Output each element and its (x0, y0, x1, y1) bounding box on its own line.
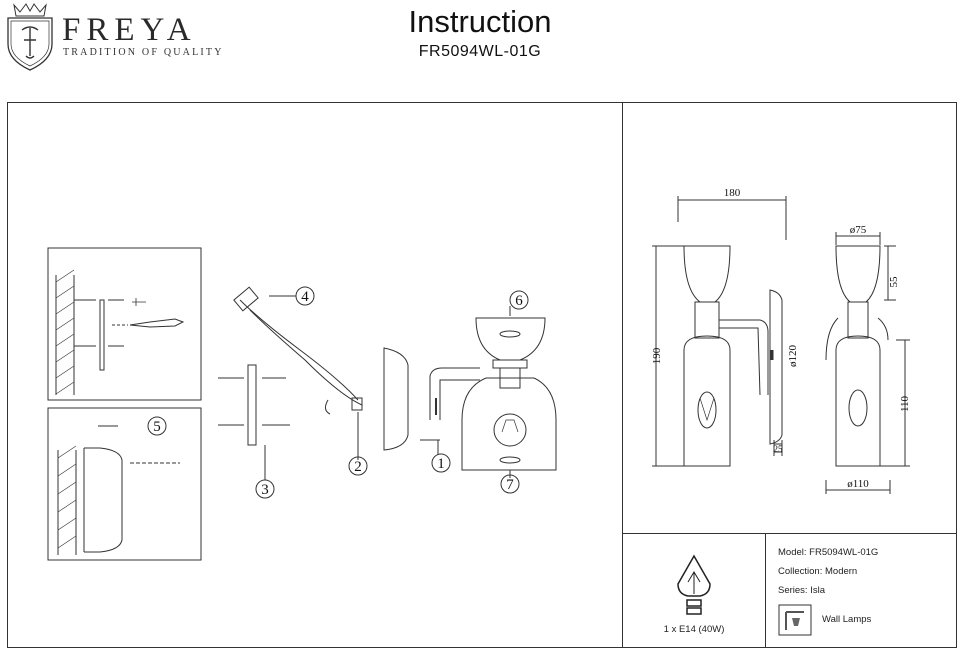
callout-2: 2 (354, 459, 362, 475)
spec-model: Model: FR5094WL-01G (778, 547, 879, 558)
callout-5: 5 (153, 419, 161, 435)
instruction-frame (7, 102, 957, 648)
dim-base-depth: 25 (774, 444, 784, 454)
bulb-icon (677, 554, 711, 615)
callout-1: 1 (437, 456, 445, 472)
inset-cover (47, 407, 202, 561)
model-code: FR5094WL-01G (418, 43, 542, 60)
spec-divider-vertical (765, 533, 766, 648)
brand-name: FREYA (62, 12, 197, 48)
bulb-spec: 1 x E14 (40W) (663, 624, 725, 635)
freya-crest-logo (7, 3, 53, 71)
dim-bottom-height: 110 (899, 395, 911, 412)
category-label: Wall Lamps (822, 614, 872, 625)
page-title: Instruction (408, 4, 552, 39)
spec-divider (622, 533, 957, 534)
callout-4: 4 (301, 289, 309, 305)
dim-top-diameter: ø75 (850, 224, 867, 236)
inset-wall-mount (47, 247, 202, 401)
dim-width-total: 180 (724, 187, 741, 199)
brand-tagline: TRADITION OF QUALITY (63, 47, 224, 58)
callout-6: 6 (515, 293, 523, 309)
dim-shade-diameter: ø120 (787, 345, 799, 368)
spec-collection: Collection: Modern (778, 566, 858, 577)
callout-7: 7 (506, 477, 514, 493)
wall-lamp-icon (778, 604, 812, 636)
spec-series: Series: Isla (778, 585, 825, 596)
panel-divider (622, 102, 623, 648)
callout-3: 3 (261, 482, 269, 498)
dim-top-height: 55 (888, 276, 900, 288)
dim-height-total: 190 (651, 347, 663, 364)
dim-bottom-diameter: ø110 (847, 478, 869, 490)
